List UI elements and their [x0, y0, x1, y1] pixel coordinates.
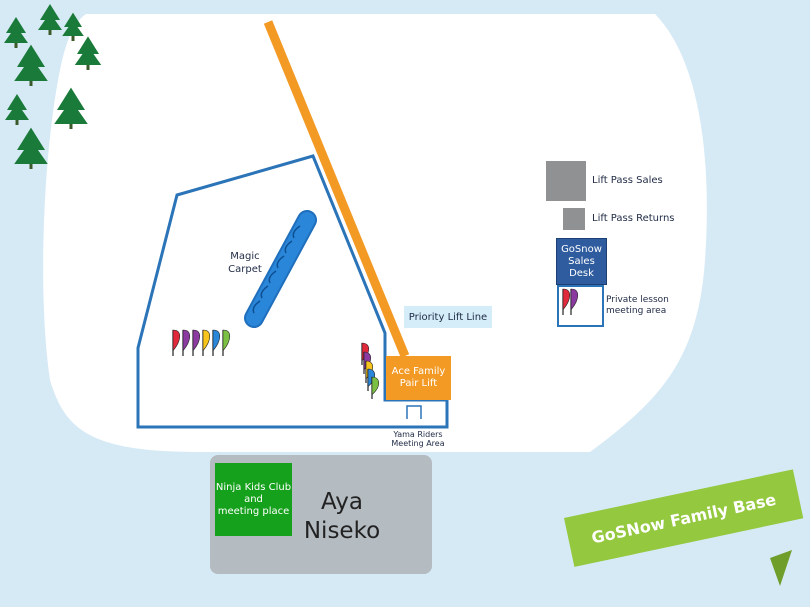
tree-group [4, 4, 102, 169]
pine-tree-icon [38, 4, 62, 35]
pine-tree-icon [62, 12, 84, 41]
teardrop-flag-icon [562, 288, 571, 315]
pine-tree-icon [4, 17, 28, 48]
ninja-kids-label: Ninja Kids Club and meeting place [215, 481, 292, 517]
gosnow-desk-label: GoSnow Sales Desk [561, 243, 602, 279]
lift-pass-returns-label: Lift Pass Returns [592, 213, 675, 224]
pine-tree-icon [5, 94, 29, 125]
pine-tree-icon [54, 87, 88, 129]
priority-lift-line-label: Priority Lift Line [404, 306, 492, 328]
lift-pass-sales-label: Lift Pass Sales [592, 175, 663, 186]
ninja-kids-club: Ninja Kids Club and meeting place [215, 463, 292, 536]
flag-group-lift [361, 342, 380, 399]
ace-family-pair-lift: Ace Family Pair Lift [386, 356, 451, 400]
teardrop-flag-icon [192, 329, 201, 356]
private-lesson-label: Private lesson meeting area [606, 295, 669, 316]
private-lesson-marker [557, 285, 604, 327]
banner-tail [770, 550, 792, 586]
lift-pass-returns-building [563, 208, 585, 230]
aya-niseko-label: Aya Niseko [303, 489, 381, 544]
lift-pass-sales-building [546, 161, 586, 201]
pine-tree-icon [14, 127, 48, 169]
yama-riders-label: Yama Riders Meeting Area [391, 430, 445, 448]
teardrop-flag-icon [202, 329, 211, 356]
yama-riders-marker [406, 405, 422, 419]
flag-group-left [172, 329, 231, 356]
magic-carpet-label: Magic Carpet [228, 251, 262, 275]
flag-group-private [562, 288, 579, 315]
teardrop-flag-icon [172, 329, 181, 356]
teardrop-flag-icon [371, 376, 380, 399]
snow-area [43, 14, 707, 452]
teardrop-flag-icon [222, 329, 231, 356]
teardrop-flag-icon [212, 329, 221, 356]
pine-tree-icon [14, 44, 48, 86]
lift-line [263, 20, 410, 358]
ace-lift-label: Ace Family Pair Lift [391, 366, 446, 389]
teardrop-flag-icon [570, 288, 579, 315]
pine-tree-icon [74, 36, 102, 70]
teardrop-flag-icon [182, 329, 191, 356]
gosnow-sales-desk: GoSnow Sales Desk [556, 238, 607, 285]
beginner-area-boundary [136, 154, 449, 429]
teardrop-flag-icon [367, 368, 376, 391]
magic-carpet [244, 210, 317, 328]
